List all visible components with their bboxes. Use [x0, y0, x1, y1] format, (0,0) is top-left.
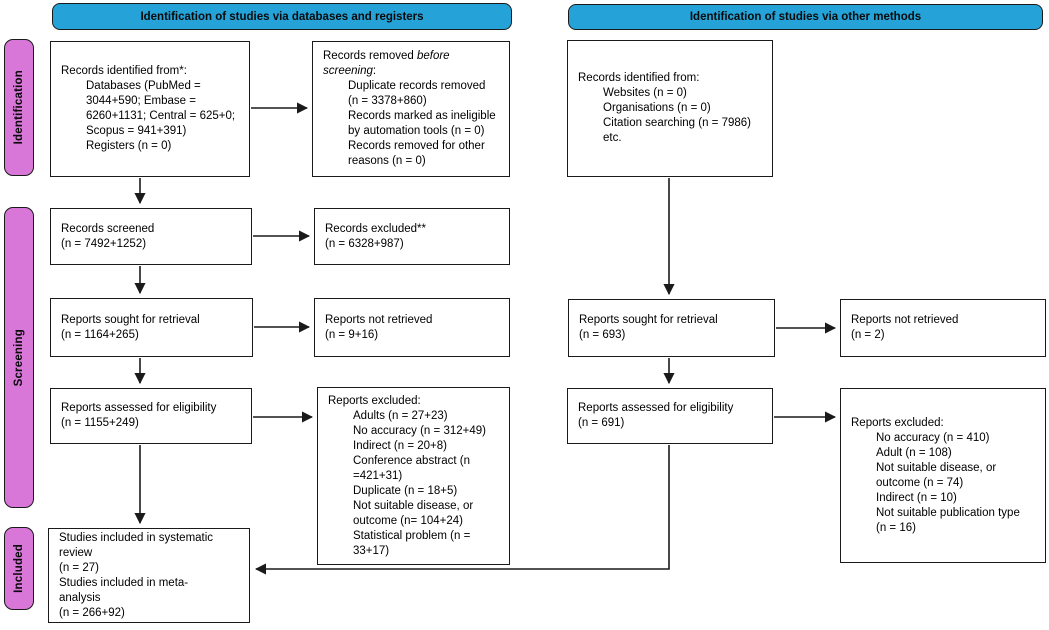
box-text-line: Records identified from: [578, 72, 700, 84]
box-reports-excluded-databases: Reports excluded: Adults (n = 27+23) No ac… [317, 387, 510, 565]
box-reports-not-retrieved-other: Reports not retrieved (n = 2) [840, 299, 1046, 357]
box-text-line: (n = 691) [578, 417, 625, 429]
box-text-line: Not suitable publication type [876, 506, 1020, 519]
box-text-line: Reports assessed for eligibility [578, 402, 734, 414]
box-text-line: Reports not retrieved [851, 314, 959, 326]
box-text-line: Scopus = 941+391) [86, 125, 187, 137]
box-text-line: Records removed before [323, 50, 450, 62]
box-text-line: 33+17) [353, 544, 390, 557]
box-text-line: Duplicate records removed [348, 80, 486, 92]
box-records-removed-before-screening: Records removed before screening: Duplicat… [312, 41, 510, 177]
box-text-line: (n = 16) [876, 521, 916, 534]
box-text-line: (n = 1155+249) [61, 417, 139, 429]
box-text-line: Records screened [61, 222, 155, 235]
stage-label-screening-text: Screening [13, 328, 25, 387]
box-text-line: (n = 1164+265) [61, 328, 139, 341]
box-records-identified-other-methods: Records identified from: Websites (n = 0)… [567, 40, 773, 177]
box-studies-included: Studies included in systematic review (n =… [48, 528, 250, 623]
box-text-line: Studies included in meta- [59, 576, 189, 589]
box-text-line: (n = 266+92) [59, 606, 125, 619]
box-text-line: screening: [323, 65, 377, 77]
box-text-line: outcome (n= 104+24) [353, 514, 463, 527]
stage-label-included-text: Included [13, 544, 25, 593]
box-text-line: Registers (n = 0) [86, 140, 172, 152]
box-text-line: Reports assessed for eligibility [61, 402, 217, 414]
box-text-line: Databases (PubMed = [86, 80, 201, 92]
box-text-line: (n = 2) [851, 329, 885, 341]
box-reports-excluded-other: Reports excluded: No accuracy (n = 410) Ad… [840, 388, 1046, 563]
box-text-line: Duplicate (n = 18+5) [353, 484, 458, 497]
box-text-line: Records identified from*: [61, 65, 187, 77]
box-records-identified-databases: Records identified from*: Databases (PubM… [50, 41, 250, 177]
box-text-line: =421+31) [353, 469, 403, 482]
box-text-line: Records excluded** [325, 222, 427, 235]
stage-label-identification: Identification [4, 39, 34, 176]
box-text-line: reasons (n = 0) [348, 155, 426, 167]
box-text-line: Reports sought for retrieval [579, 314, 718, 326]
box-text-line: Not suitable disease, or [876, 461, 997, 474]
box-text-line: Reports excluded: [328, 394, 421, 407]
box-text-line: etc. [603, 132, 622, 144]
header-other-methods-label: Identification of studies via other meth… [689, 11, 922, 23]
box-text-line: (n = 27) [59, 561, 99, 574]
box-text-line: Adults (n = 27+23) [353, 409, 448, 422]
box-text-line: No accuracy (n = 312+49) [353, 424, 486, 437]
stage-label-included: Included [4, 527, 34, 610]
box-text-line: by automation tools (n = 0) [348, 125, 485, 137]
box-reports-sought-retrieval-other: Reports sought for retrieval (n = 693) [568, 299, 775, 357]
box-text-line: Indirect (n = 10) [876, 491, 957, 504]
box-text-line: analysis [59, 591, 101, 604]
box-text-line: Records removed for other [348, 140, 485, 152]
box-text-line: Studies included in systematic [59, 531, 214, 544]
box-reports-assessed-eligibility-databases: Reports assessed for eligibility (n = 115… [50, 388, 252, 444]
box-text-line: (n = 9+16) [325, 328, 379, 341]
header-other-methods: Identification of studies via other meth… [568, 4, 1043, 30]
box-text-line: (n = 7492+1252) [61, 237, 147, 250]
header-databases-registers: Identification of studies via databases … [52, 3, 512, 30]
box-text-line: 3044+590; Embase = [86, 95, 196, 107]
box-text-line: Records marked as ineligible [348, 110, 496, 122]
box-text-line: (n = 693) [579, 329, 626, 341]
stage-label-identification-text: Identification [13, 70, 25, 145]
box-text-line: (n = 6328+987) [325, 237, 404, 250]
box-text-line: Statistical problem (n = [353, 529, 471, 542]
box-text-line: outcome (n = 74) [876, 476, 964, 489]
box-text-line: Citation searching (n = 7986) [603, 117, 751, 129]
box-text-line: Reports not retrieved [325, 313, 433, 326]
box-text-line: Conference abstract (n [353, 454, 470, 467]
box-text-line: review [59, 546, 93, 559]
box-text-line: Websites (n = 0) [603, 87, 687, 99]
box-reports-sought-retrieval-databases: Reports sought for retrieval (n = 1164+26… [50, 298, 253, 357]
box-text-line: Reports excluded: [851, 416, 944, 429]
box-text-line: Adult (n = 108) [876, 446, 952, 459]
box-text-line: (n = 3378+860) [348, 95, 427, 107]
box-reports-not-retrieved-databases: Reports not retrieved (n = 9+16) [314, 298, 510, 357]
box-reports-assessed-eligibility-other: Reports assessed for eligibility (n = 691… [567, 388, 773, 444]
box-text-line: Organisations (n = 0) [603, 102, 711, 114]
box-text-line: Not suitable disease, or [353, 499, 474, 512]
box-text-line: Indirect (n = 20+8) [353, 439, 447, 452]
box-text-line: Reports sought for retrieval [61, 313, 200, 326]
stage-label-screening: Screening [4, 207, 34, 508]
box-records-excluded: Records excluded** (n = 6328+987) [314, 208, 510, 265]
box-text-line: 6260+1131; Central = 625+0; [86, 110, 236, 122]
header-databases-registers-label: Identification of studies via databases … [140, 10, 424, 23]
box-text-line: No accuracy (n = 410) [876, 431, 990, 444]
box-records-screened: Records screened (n = 7492+1252) [50, 208, 252, 265]
